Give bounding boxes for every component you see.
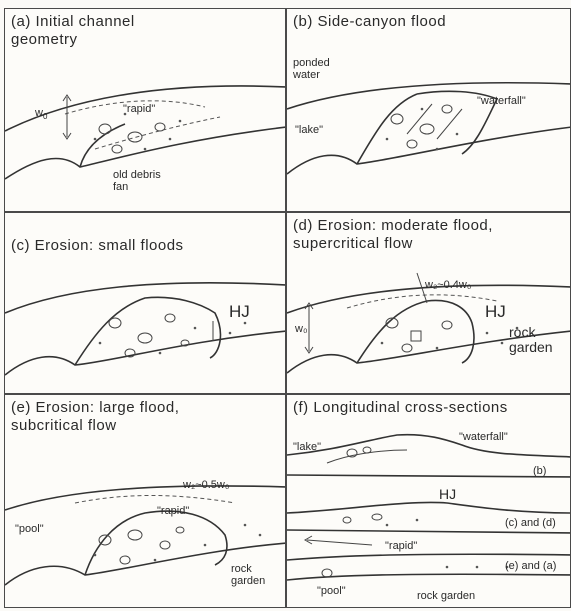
panel-b-title: (b) Side-canyon flood xyxy=(293,13,446,31)
panel-a-w0-subscript: 0 xyxy=(43,112,47,121)
panel-f-lake-label: "lake" xyxy=(293,441,321,453)
panel-c-title: (c) Erosion: small floods xyxy=(11,237,184,255)
panel-d-title: (d) Erosion: moderate flood, supercritic… xyxy=(293,217,493,253)
panel-a-debris-fan-label: old debris fan xyxy=(113,169,161,193)
panel-e-width-equation: w₂~0.5w₀ xyxy=(183,479,229,491)
panel-e-rapid-label: "rapid" xyxy=(157,505,189,517)
panel-e: (e) Erosion: large flood, subcritical fl… xyxy=(4,394,286,608)
panel-b-drawing xyxy=(287,9,571,212)
panel-c-hj-label: HJ xyxy=(229,303,250,321)
panel-a-rapid-label: "rapid" xyxy=(123,103,155,115)
panel-f-rapid-label: "rapid" xyxy=(385,540,417,552)
panel-d: (d) Erosion: moderate flood, supercritic… xyxy=(286,212,571,394)
panel-e-pool-label: "pool" xyxy=(15,523,44,535)
panel-b-waterfall-label: "waterfall" xyxy=(477,95,526,107)
panel-f-pool-label: "pool" xyxy=(317,585,346,597)
panel-f-b-label: (b) xyxy=(533,465,546,477)
panel-e-title: (e) Erosion: large flood, subcritical fl… xyxy=(11,399,179,435)
panel-b-ponded-water-label: ponded water xyxy=(293,57,330,81)
panel-c: (c) Erosion: small floods HJ xyxy=(4,212,286,394)
panel-f-e-a-label: (e) and (a) xyxy=(505,560,556,572)
panel-d-w0-label: w₀ xyxy=(295,323,308,335)
panel-d-hj-label: HJ xyxy=(485,303,506,321)
panel-f-hj-label: HJ xyxy=(439,487,456,502)
panel-a: (a) Initial channel geometry w0 "rapid" … xyxy=(4,8,286,212)
panel-a-title: (a) Initial channel geometry xyxy=(11,13,135,49)
panel-d-width-equation: w₂~0.4w₀ xyxy=(425,279,471,291)
panel-f-title: (f) Longitudinal cross-sections xyxy=(293,399,508,417)
panel-d-rock-garden-label: rock garden xyxy=(509,325,553,355)
panel-f-drawing xyxy=(287,395,571,608)
panel-f-waterfall-label: "waterfall" xyxy=(459,431,508,443)
panel-b: (b) Side-canyon flood ponded water "wate… xyxy=(286,8,571,212)
panel-e-rock-garden-label: rock garden xyxy=(231,563,265,587)
panel-a-w0-label: w xyxy=(35,107,43,119)
panel-f: (f) Longitudinal cross-sections "lake" "… xyxy=(286,394,571,608)
panel-f-c-d-label: (c) and (d) xyxy=(505,517,556,529)
panel-f-rock-garden-label: rock garden xyxy=(417,590,475,602)
panel-b-lake-label: "lake" xyxy=(295,124,323,136)
